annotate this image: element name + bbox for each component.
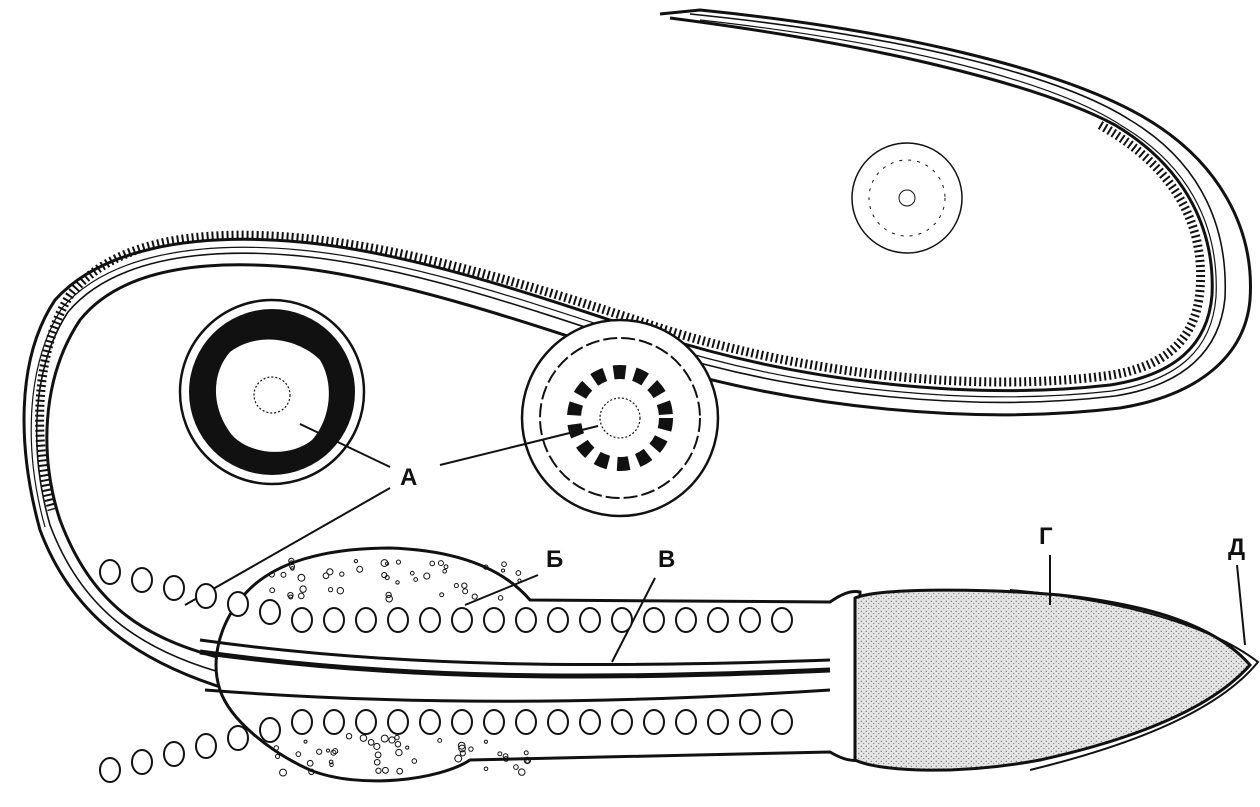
label-v: В [658, 548, 675, 572]
mitochondrion [388, 710, 408, 734]
mitochondrion [548, 608, 568, 632]
cross-section-tail [852, 143, 962, 253]
mitochondrion [420, 608, 440, 632]
mitochondrion [644, 608, 664, 632]
mitochondrion [324, 608, 344, 632]
mitochondrion [740, 710, 760, 734]
leader-d [1237, 565, 1245, 645]
label-d: Д [1228, 536, 1245, 560]
mitochondrion [260, 600, 280, 624]
cross-section-midpiece [522, 320, 718, 516]
cytoplasm-granule [516, 571, 521, 576]
cytoplasm-granule [275, 754, 279, 758]
mitochondrion [516, 608, 536, 632]
mitochondrion [484, 608, 504, 632]
label-g: Г [1039, 525, 1053, 549]
cross-section-dense [180, 300, 364, 484]
mitochondrion [676, 710, 696, 734]
mitochondrion [100, 758, 120, 782]
mitochondrion [356, 608, 376, 632]
mitochondrion [356, 710, 376, 734]
mitochondrion [516, 710, 536, 734]
cytoplasm-granule [519, 769, 525, 775]
mitochondrion [292, 710, 312, 734]
mitochondrion [260, 718, 280, 742]
mitochondrion [132, 750, 152, 774]
sperm-head [855, 590, 1250, 770]
mitochondrion [164, 742, 184, 766]
mitochondrion [772, 608, 792, 632]
mitochondrion [580, 608, 600, 632]
mitochondrion [676, 608, 696, 632]
mitochondrion [420, 710, 440, 734]
mitochondrion [228, 726, 248, 750]
cytoplasm-granule [501, 569, 504, 572]
mitochondrion [548, 710, 568, 734]
mitochondrion [196, 734, 216, 758]
cytoplasm-granule [514, 765, 519, 770]
mitochondrion [228, 592, 248, 616]
mitochondrion [164, 576, 184, 600]
mitochondrion [292, 608, 312, 632]
mitochondrion [612, 710, 632, 734]
mitochondrion [100, 560, 120, 584]
mitochondrion [708, 710, 728, 734]
mitochondrion [740, 608, 760, 632]
mitochondrion [324, 710, 344, 734]
mitochondrion [452, 710, 472, 734]
cytoplasm-granule [280, 769, 287, 776]
mitochondrion [708, 608, 728, 632]
mitochondrion [772, 710, 792, 734]
cytoplasm-granule [484, 767, 488, 771]
mitochondrion [612, 608, 632, 632]
mitochondrion [484, 710, 504, 734]
mitochondrion [580, 710, 600, 734]
mitochondrion [132, 568, 152, 592]
cytoplasm-granule [502, 562, 507, 567]
label-a: А [400, 466, 417, 490]
label-b: Б [546, 548, 563, 572]
mitochondrion [388, 608, 408, 632]
mitochondrion [196, 584, 216, 608]
mitochondrion [644, 710, 664, 734]
mitochondrion [452, 608, 472, 632]
cytoplasm-granule [518, 579, 521, 582]
